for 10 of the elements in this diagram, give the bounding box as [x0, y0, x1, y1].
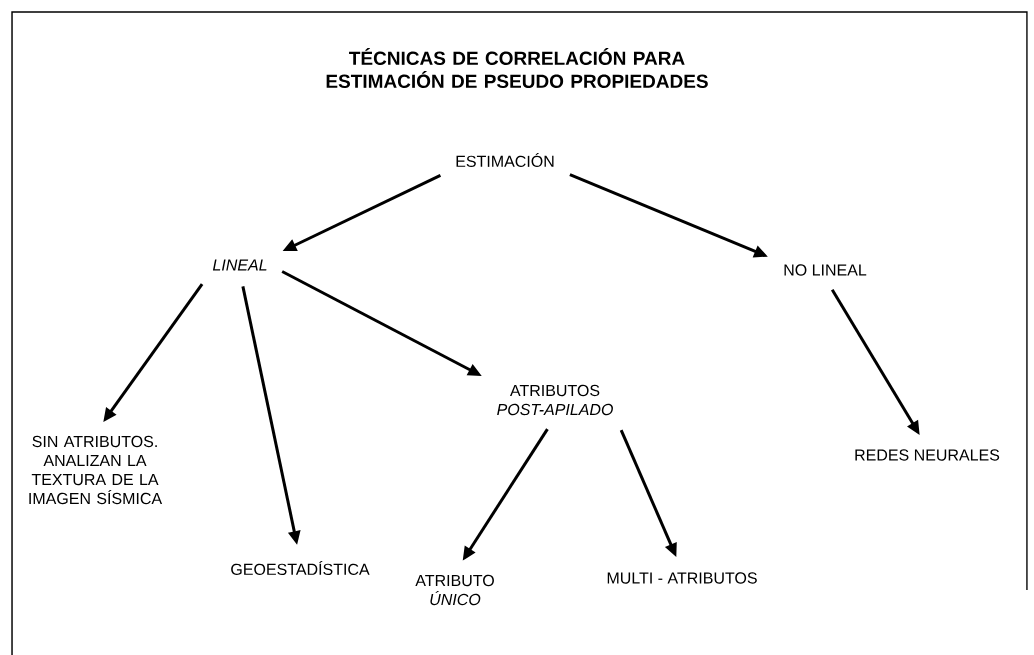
node-label: ATRIBUTOS POST-APILADO [497, 384, 613, 416]
node-label: ATRIBUTO ÚNICO [415, 574, 494, 606]
node-label: LINEAL [212, 259, 267, 271]
node-label: NO LINEAL [784, 264, 867, 276]
node-label: ESTIMACIÓN [456, 153, 554, 167]
node-label: GEOESTADÍSTICA [231, 560, 370, 575]
node-label: REDES NEURALES [855, 449, 1000, 461]
node-label: MULTI - ATRIBUTOS [607, 572, 757, 584]
node-label: SIN ATRIBUTOS. ANALIZAN LA TEXTURA DE LA IMAGEN SÍSMICA [29, 435, 163, 505]
title: TÉCNICAS DE CORRELACIÓN PARA ESTIMACIÓN DE PSEUDO PROPIEDADES [326, 48, 708, 88]
